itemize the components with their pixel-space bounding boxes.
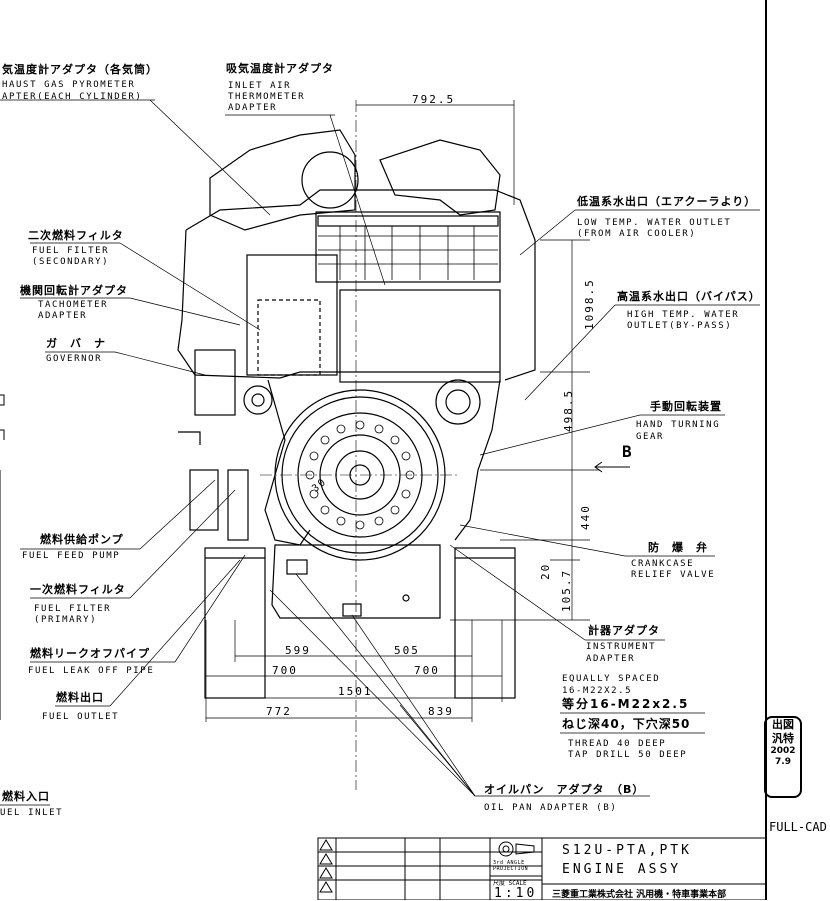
oil-pan-adapter-label-en: OIL PAN ADAPTER (B) — [484, 803, 618, 813]
fuel-outlet-label-jp: 燃料出口 — [56, 691, 104, 704]
fuel-filter-primary-label-en2: (PRIMARY) — [34, 615, 98, 625]
fuel-inlet-label-jp: 燃料入口 — [2, 790, 50, 803]
inlet-thermometer-label-jp: 吸気温度計アダプタ — [226, 62, 334, 75]
governor-label-en: GOVERNOR — [46, 354, 103, 364]
title-block — [317, 837, 767, 900]
dim-1501: 1501 — [338, 685, 373, 698]
low-temp-outlet-label-en1: LOW TEMP. WATER OUTLET — [577, 218, 732, 228]
release-stamp: 出図 汎特 2002 7.9 — [764, 716, 802, 798]
dim-20: 20 — [539, 562, 552, 580]
crankcase-relief-label-jp: 防 爆 弁 — [648, 541, 708, 554]
stamp-line2: 汎特 — [772, 732, 794, 745]
hand-turning-gear-label-en2: GEAR — [636, 432, 665, 442]
exhaust-pyrometer-label-en2: APTER(EACH CYLINDER) — [2, 92, 143, 102]
fuel-filter-secondary-label-en2: (SECONDARY) — [32, 257, 110, 267]
dim-top-width: 792.5 — [412, 93, 456, 106]
full-cad-label: FULL-CAD — [769, 820, 827, 834]
dim-1098: 1098.5 — [583, 278, 596, 330]
hand-turning-gear-label-jp: 手動回転装置 — [650, 400, 722, 413]
fuel-filter-primary-label-en1: FUEL FILTER — [34, 604, 112, 614]
stamp-line1: 出図 — [772, 718, 794, 731]
equally-spaced-label-en1: EQUALLY SPACED — [562, 674, 661, 684]
fuel-feed-pump-label-en: FUEL FEED PUMP — [22, 551, 121, 561]
oil-pan-adapter-label-jp: オイルパン アダプタ （B） — [484, 783, 645, 796]
company-name: 三菱重工業株式会社 汎用機・特車事業本部 — [552, 890, 727, 900]
exhaust-pyrometer-label-jp: 気温度計アダプタ（各気筒） — [2, 63, 158, 76]
exhaust-pyrometer-label-en1: HAUST GAS PYROMETER — [2, 80, 136, 90]
fuel-filter-secondary-label-en1: FUEL FILTER — [32, 246, 110, 256]
projection-label: 3rd ANGLE PROJECTION — [493, 860, 529, 872]
stamp-year: 2002 — [770, 746, 796, 756]
instrument-adapter-label-jp: 計器アダプタ — [588, 624, 660, 637]
fuel-feed-pump-label-jp: 燃料供給ポンプ — [40, 533, 124, 546]
fuel-outlet-label-en: FUEL OUTLET — [42, 712, 120, 722]
dim-839: 839 — [428, 705, 454, 718]
crankcase-relief-label-en2: RELIEF VALVE — [631, 570, 716, 580]
high-temp-outlet-label-en1: HIGH TEMP. WATER — [627, 310, 740, 320]
fuel-inlet-label-en: UEL INLET — [0, 808, 64, 818]
dim-599: 599 — [285, 644, 311, 657]
equally-spaced-label-en2: 16-M22X2.5 — [562, 686, 633, 696]
engine-outline — [177, 129, 536, 699]
inlet-thermometer-label-en2: THERMOMETER — [228, 92, 306, 102]
fuel-leak-off-label-en: FUEL LEAK OFF PIPE — [28, 666, 155, 676]
equally-spaced-label-jp: 等分16-M22x2.5 — [562, 697, 690, 711]
high-temp-outlet-label-en2: OUTLET(BY-PASS) — [627, 321, 733, 331]
instrument-adapter-label-en2: ADAPTER — [586, 654, 636, 664]
dim-505: 505 — [394, 644, 420, 657]
low-temp-outlet-label-en2: (FROM AIR COOLER) — [577, 229, 697, 239]
view-b-label: B — [622, 442, 634, 461]
dim-440: 440 — [579, 504, 592, 530]
governor-label-jp: ガ バ ナ — [46, 337, 106, 350]
fuel-filter-secondary-label-jp: 二次燃料フィルタ — [28, 229, 124, 242]
scale-value: 1:10 — [494, 886, 538, 901]
scale-label: 尺度 SCALE — [493, 880, 527, 887]
tachometer-adapter-label-en1: TACHOMETER — [38, 300, 109, 310]
crankcase-relief-label-en1: CRANKCASE — [631, 559, 695, 569]
inlet-thermometer-label-en3: ADAPTER — [228, 103, 278, 113]
dim-700-right: 700 — [414, 664, 440, 677]
dim-105: 105.7 — [560, 568, 573, 612]
inlet-thermometer-label-en1: INLET AIR — [228, 81, 292, 91]
hand-turning-gear-label-en1: HAND TURNING — [636, 420, 721, 430]
fuel-filter-primary-label-jp: 一次燃料フィルタ — [30, 583, 126, 596]
dim-498: 498.5 — [562, 388, 575, 432]
tachometer-adapter-label-en2: ADAPTER — [38, 311, 88, 321]
stamp-date: 7.9 — [775, 757, 791, 767]
low-temp-outlet-label-jp: 低温系水出口（エアクーラより） — [577, 195, 757, 208]
thread-depth-label-jp: ねじ深40，下穴深50 — [562, 717, 691, 731]
thread-depth-label-en1: THREAD 40 DEEP — [568, 739, 667, 749]
dim-700-left: 700 — [272, 664, 298, 677]
dim-772: 772 — [266, 705, 292, 718]
tachometer-adapter-label-jp: 機関回転計アダプタ — [20, 284, 128, 297]
view-arrow-b — [594, 461, 630, 473]
thread-depth-label-en2: TAP DRILL 50 DEEP — [568, 750, 688, 760]
model-number: S12U-PTA,PTK — [562, 843, 692, 858]
high-temp-outlet-label-jp: 高温系水出口（バイパス） — [617, 290, 761, 303]
drawing-title: ENGINE ASSY — [562, 862, 682, 877]
instrument-adapter-label-en1: INSTRUMENT — [586, 642, 657, 652]
fuel-leak-off-label-jp: 燃料リークオフパイプ — [30, 647, 150, 660]
